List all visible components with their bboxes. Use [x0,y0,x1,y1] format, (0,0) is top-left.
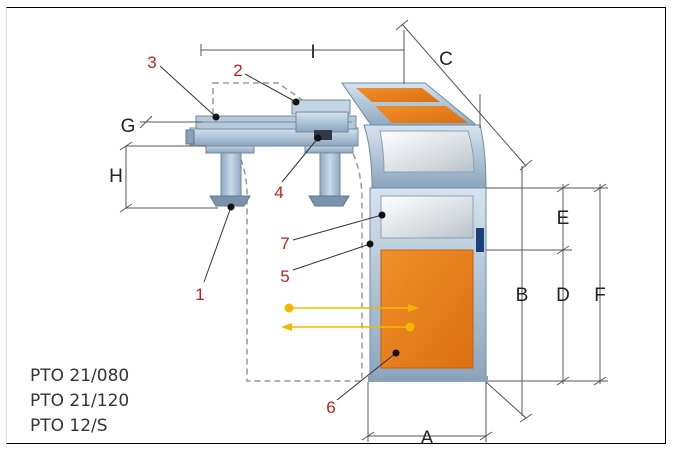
model-list: PTO 21/080 PTO 21/120 PTO 12/S [30,364,129,439]
dimension-lines [119,19,608,442]
dimension-label-c: C [439,49,453,70]
robot-leg-left [205,143,255,207]
part-label-3: 3 [147,53,156,72]
guard-roof [341,82,482,129]
part-leader-dots [212,98,400,357]
part-label-4: 4 [274,183,283,202]
robot-carriage [291,99,351,140]
dimension-label-d: D [556,285,570,306]
dimension-label-f: F [594,285,606,306]
dimension-label-b: B [516,285,529,306]
part-label-6: 6 [326,398,335,417]
model-name: PTO 12/S [30,416,108,436]
part-label-2: 2 [233,61,242,80]
part-label-5: 5 [280,267,289,286]
guard-upper-window [363,124,487,189]
part-label-7: 7 [280,234,289,253]
image-frame [6,7,666,444]
model-name: PTO 21/120 [30,391,130,411]
dimension-label-h: H [109,166,123,187]
dimension-label-e: E [557,208,570,229]
part-leader-lines [159,65,397,401]
motion-arrows [281,303,419,332]
dimension-label-i: I [310,42,315,63]
model-name: PTO 21/080 [30,366,130,386]
robot-leg-right [304,143,354,207]
dimension-label-a: A [421,428,434,449]
part-label-1: 1 [195,285,204,304]
guard-front-frame [368,187,488,382]
dimension-label-g: G [121,116,136,137]
